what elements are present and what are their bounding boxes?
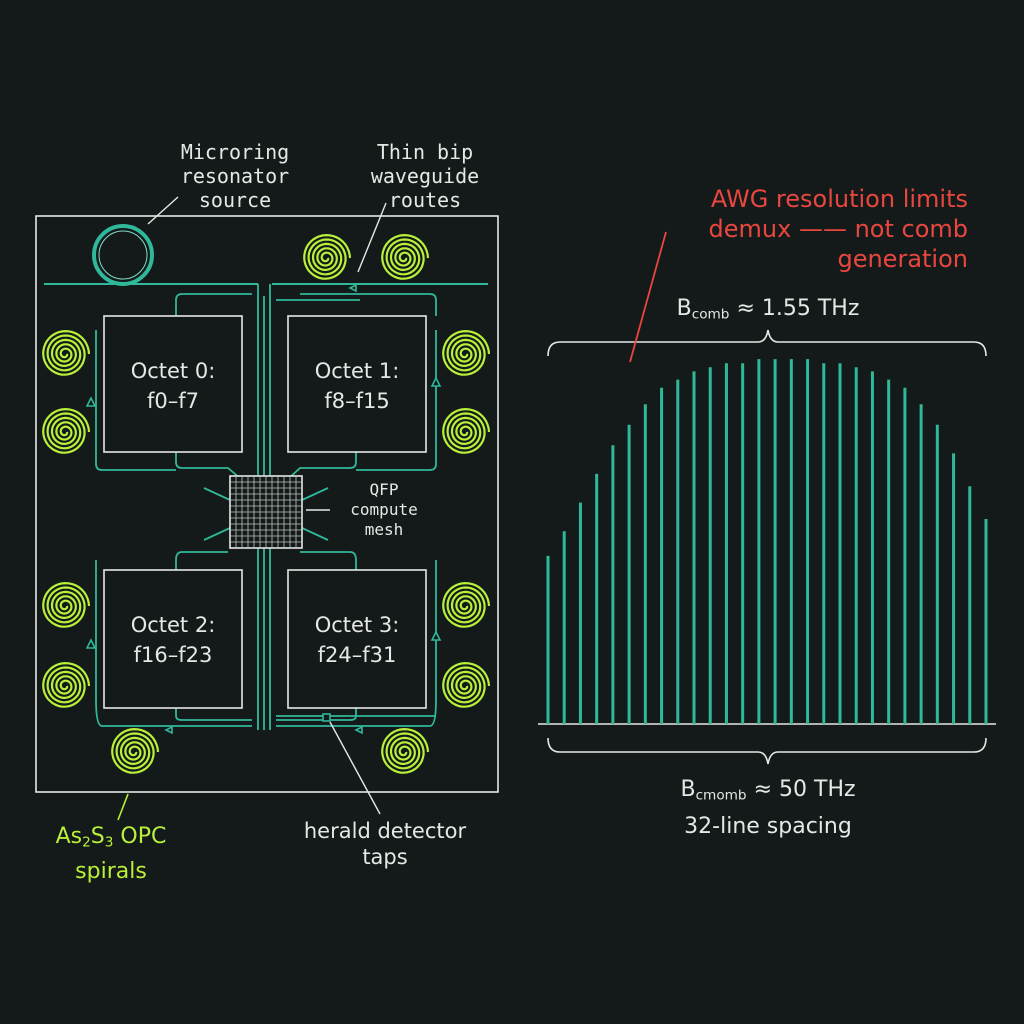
octet-3-box [287, 569, 427, 709]
octet-3-label: Octet 3:f24–f31 [314, 613, 400, 667]
octet-2-box [103, 569, 243, 709]
octet-0-box [103, 315, 243, 453]
octet-1-label: Octet 1:f8–f15 [314, 359, 400, 413]
spiral-icon [42, 661, 91, 708]
spiral-icon [442, 329, 491, 376]
spiral-icon [42, 329, 91, 376]
octet-0-label: Octet 0:f0–f7 [130, 359, 216, 413]
qfp-compute-mesh [229, 475, 303, 549]
octet-1-box [287, 315, 427, 453]
spiral-icon [42, 407, 91, 454]
spiral-icon [303, 233, 352, 280]
top-brace-label: Bcomb ≈ 1.55 THz [676, 296, 860, 323]
awg-annotation-leader [629, 231, 667, 363]
opc-spirals-label: As2S3 OPC spirals [55, 824, 167, 885]
opc-leader [117, 793, 129, 821]
leader-lines [147, 196, 387, 815]
spiral-icon [442, 581, 491, 628]
bottom-brace [547, 737, 987, 765]
spiral-icon [381, 727, 430, 774]
spiral-icon [381, 233, 430, 280]
spiral-icon [111, 727, 160, 774]
opc-spirals [42, 233, 491, 774]
chip-outline [35, 215, 499, 793]
octet-2-label: Octet 2:f16–f23 [130, 613, 216, 667]
coupler-marks [85, 283, 442, 735]
waveguide-routes [95, 293, 437, 727]
spiral-icon [42, 581, 91, 628]
top-brace [547, 329, 987, 357]
spiral-icon [442, 661, 491, 708]
microring-resonator [92, 224, 154, 286]
spiral-icon [442, 407, 491, 454]
comb-lines [546, 359, 988, 724]
bottom-brace-label: Bcmomb ≈ 50 THz 32-line spacing [680, 777, 856, 840]
